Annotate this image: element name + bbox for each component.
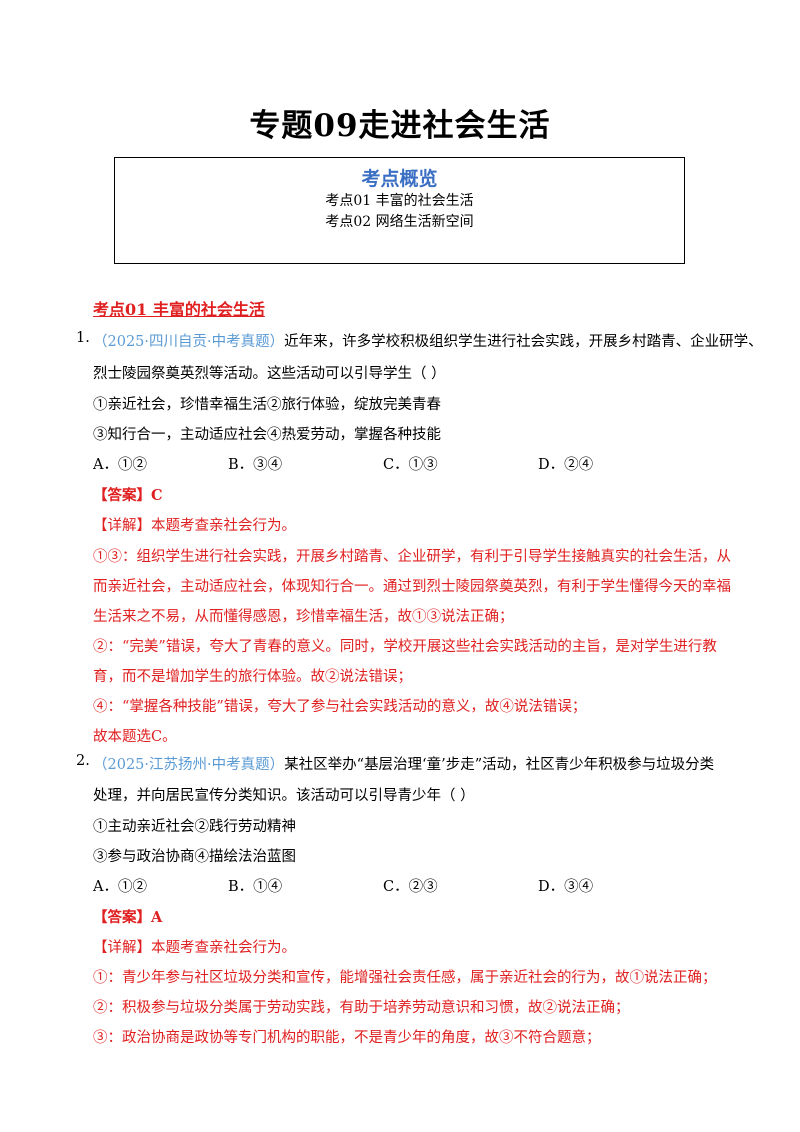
option-d: D．③④ <box>538 879 594 895</box>
answer: 【答案】C <box>93 487 163 504</box>
question-number: 1. <box>76 330 90 346</box>
option-d: D．②④ <box>538 457 594 473</box>
question-number: 2. <box>76 753 90 769</box>
question-source: （2025·江苏扬州·中考真题） <box>93 757 285 773</box>
detail-label: 【详解】 <box>93 518 151 534</box>
answer: 【答案】A <box>93 909 163 926</box>
explanation-line: ②：“完美”错误，夸大了青春的意义。同时，学校开展这些社会实践活动的主旨，是对学… <box>93 639 717 655</box>
explanation-line: 故本题选C。 <box>93 729 177 745</box>
explanation-line: ③：政治协商是政协等专门机构的职能，不是青少年的角度，故③不符合题意； <box>93 1030 601 1046</box>
explanation-line: ①③：组织学生进行社会实践，开展乡村踏青、企业研学，有利于引导学生接触真实的社会… <box>93 549 731 565</box>
explanation-line: 生活来之不易，从而懂得感恩，珍惜幸福生活，故①③说法正确； <box>93 609 514 625</box>
explanation-line: 而亲近社会，主动适应社会，体现知行合一。通过到烈士陵园祭奠英烈，有利于学生懂得今… <box>93 579 731 595</box>
detail-intro: 本题考查亲社会行为。 <box>151 940 296 956</box>
question-stem: （2025·四川自贡·中考真题）近年来，许多学校积极组织学生进行社会实践，开展乡… <box>93 330 763 351</box>
explanation-line: ①：青少年参与社区垃圾分类和宣传，能增强社会责任感，属于亲近社会的行为，故①说法… <box>93 970 717 986</box>
option-c: C．②③ <box>383 879 438 895</box>
statement: ③知行合一，主动适应社会④热爱劳动，掌握各种技能 <box>93 427 441 443</box>
section-heading: 考点01 丰富的社会生活 <box>93 300 265 319</box>
option-c: C．①③ <box>383 457 438 473</box>
question-stem: 处理，并向居民宣传分类知识。该活动可以引导青少年（ ） <box>93 788 475 804</box>
detail-label: 【详解】 <box>93 940 151 956</box>
explanation-line: 育，而不是增加学生的旅行体验。故②说法错误； <box>93 669 412 685</box>
overview-item: 考点01 丰富的社会生活 <box>325 193 474 209</box>
detail-intro: 本题考查亲社会行为。 <box>151 518 296 534</box>
statement: ③参与政治协商④描绘法治蓝图 <box>93 849 296 865</box>
question-stem: （2025·江苏扬州·中考真题）某社区举办“基层治理‘童’步走”活动，社区青少年… <box>93 753 714 774</box>
question-source: （2025·四川自贡·中考真题） <box>93 334 285 350</box>
option-a: A．①② <box>93 457 147 473</box>
question-stem: 烈士陵园祭奠英烈等活动。这些活动可以引导学生（ ） <box>93 366 446 382</box>
statement: ①主动亲近社会②践行劳动精神 <box>93 819 296 835</box>
detail: 【详解】本题考查亲社会行为。 <box>93 514 296 535</box>
overview-item: 考点02 网络生活新空间 <box>325 214 474 230</box>
detail: 【详解】本题考查亲社会行为。 <box>93 936 296 957</box>
option-b: B．③④ <box>228 457 283 473</box>
option-a: A．①② <box>93 879 147 895</box>
page-title: 专题09走进社会生活 <box>249 108 551 144</box>
overview-heading: 考点概览 <box>361 168 438 190</box>
overview-box: 考点概览 考点01 丰富的社会生活 考点02 网络生活新空间 <box>114 157 685 264</box>
option-b: B．①④ <box>228 879 283 895</box>
explanation-line: ②：积极参与垃圾分类属于劳动实践，有助于培养劳动意识和习惯，故②说法正确； <box>93 1000 630 1016</box>
explanation-line: ④：“掌握各种技能”错误，夸大了参与社会实践活动的意义，故④说法错误； <box>93 699 587 715</box>
stem-text: 近年来，许多学校积极组织学生进行社会实践，开展乡村踏青、企业研学、 <box>284 334 763 350</box>
statement: ①亲近社会，珍惜幸福生活②旅行体验，绽放完美青春 <box>93 397 441 413</box>
stem-text: 某社区举办“基层治理‘童’步走”活动，社区青少年积极参与垃圾分类 <box>284 757 715 773</box>
